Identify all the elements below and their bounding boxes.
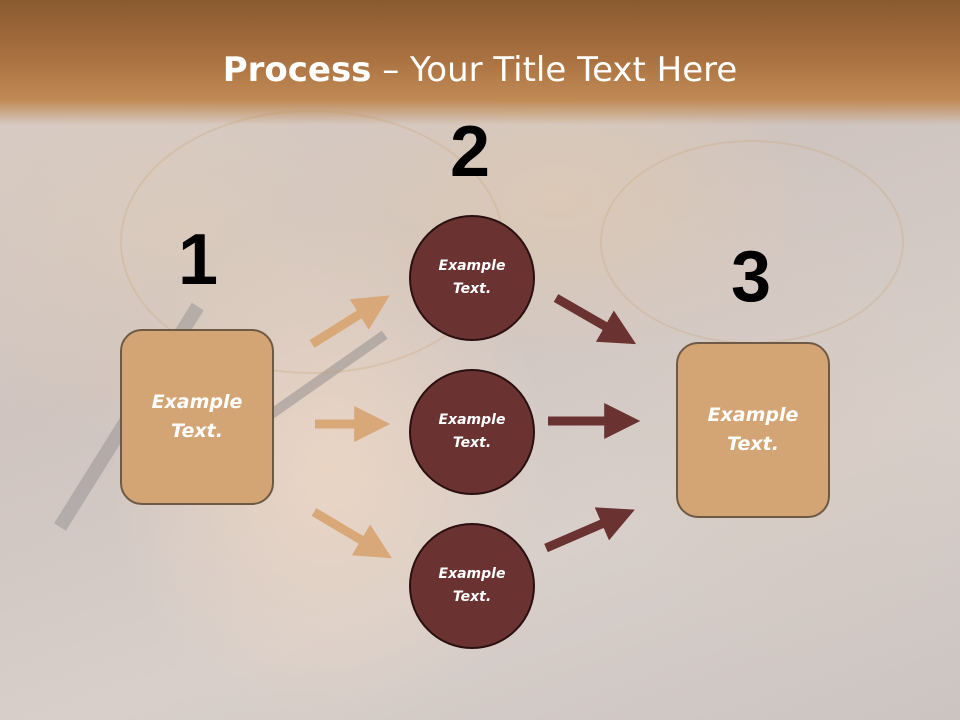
step-3-text: Example Text. (707, 404, 799, 455)
title-bold: Process (222, 50, 372, 90)
step-number-1: 1 (178, 220, 219, 300)
step-number-2: 2 (450, 112, 491, 192)
step-2-bottom-text: Example Text. (438, 566, 506, 605)
step-1-box[interactable]: Example Text. (120, 329, 274, 505)
slide-title: Process – Your Title Text Here (0, 50, 960, 90)
step-2-circle-top[interactable]: Example Text. (409, 215, 535, 341)
arrow-1-to-2-bottom (311, 508, 392, 559)
arrow-1-to-2-top (309, 295, 390, 348)
step-number-3: 3 (731, 237, 772, 317)
title-rest: – Your Title Text Here (371, 50, 738, 90)
step-3-box[interactable]: Example Text. (676, 342, 830, 518)
title-banner (0, 0, 960, 125)
step-2-middle-text: Example Text. (438, 412, 506, 451)
step-2-circle-bottom[interactable]: Example Text. (409, 523, 535, 649)
arrow-2-to-3-bottom (544, 507, 635, 553)
step-2-circle-middle[interactable]: Example Text. (409, 369, 535, 495)
step-1-text: Example Text. (151, 391, 243, 442)
arrow-2-to-3-top (553, 294, 637, 345)
step-2-top-text: Example Text. (438, 258, 506, 297)
